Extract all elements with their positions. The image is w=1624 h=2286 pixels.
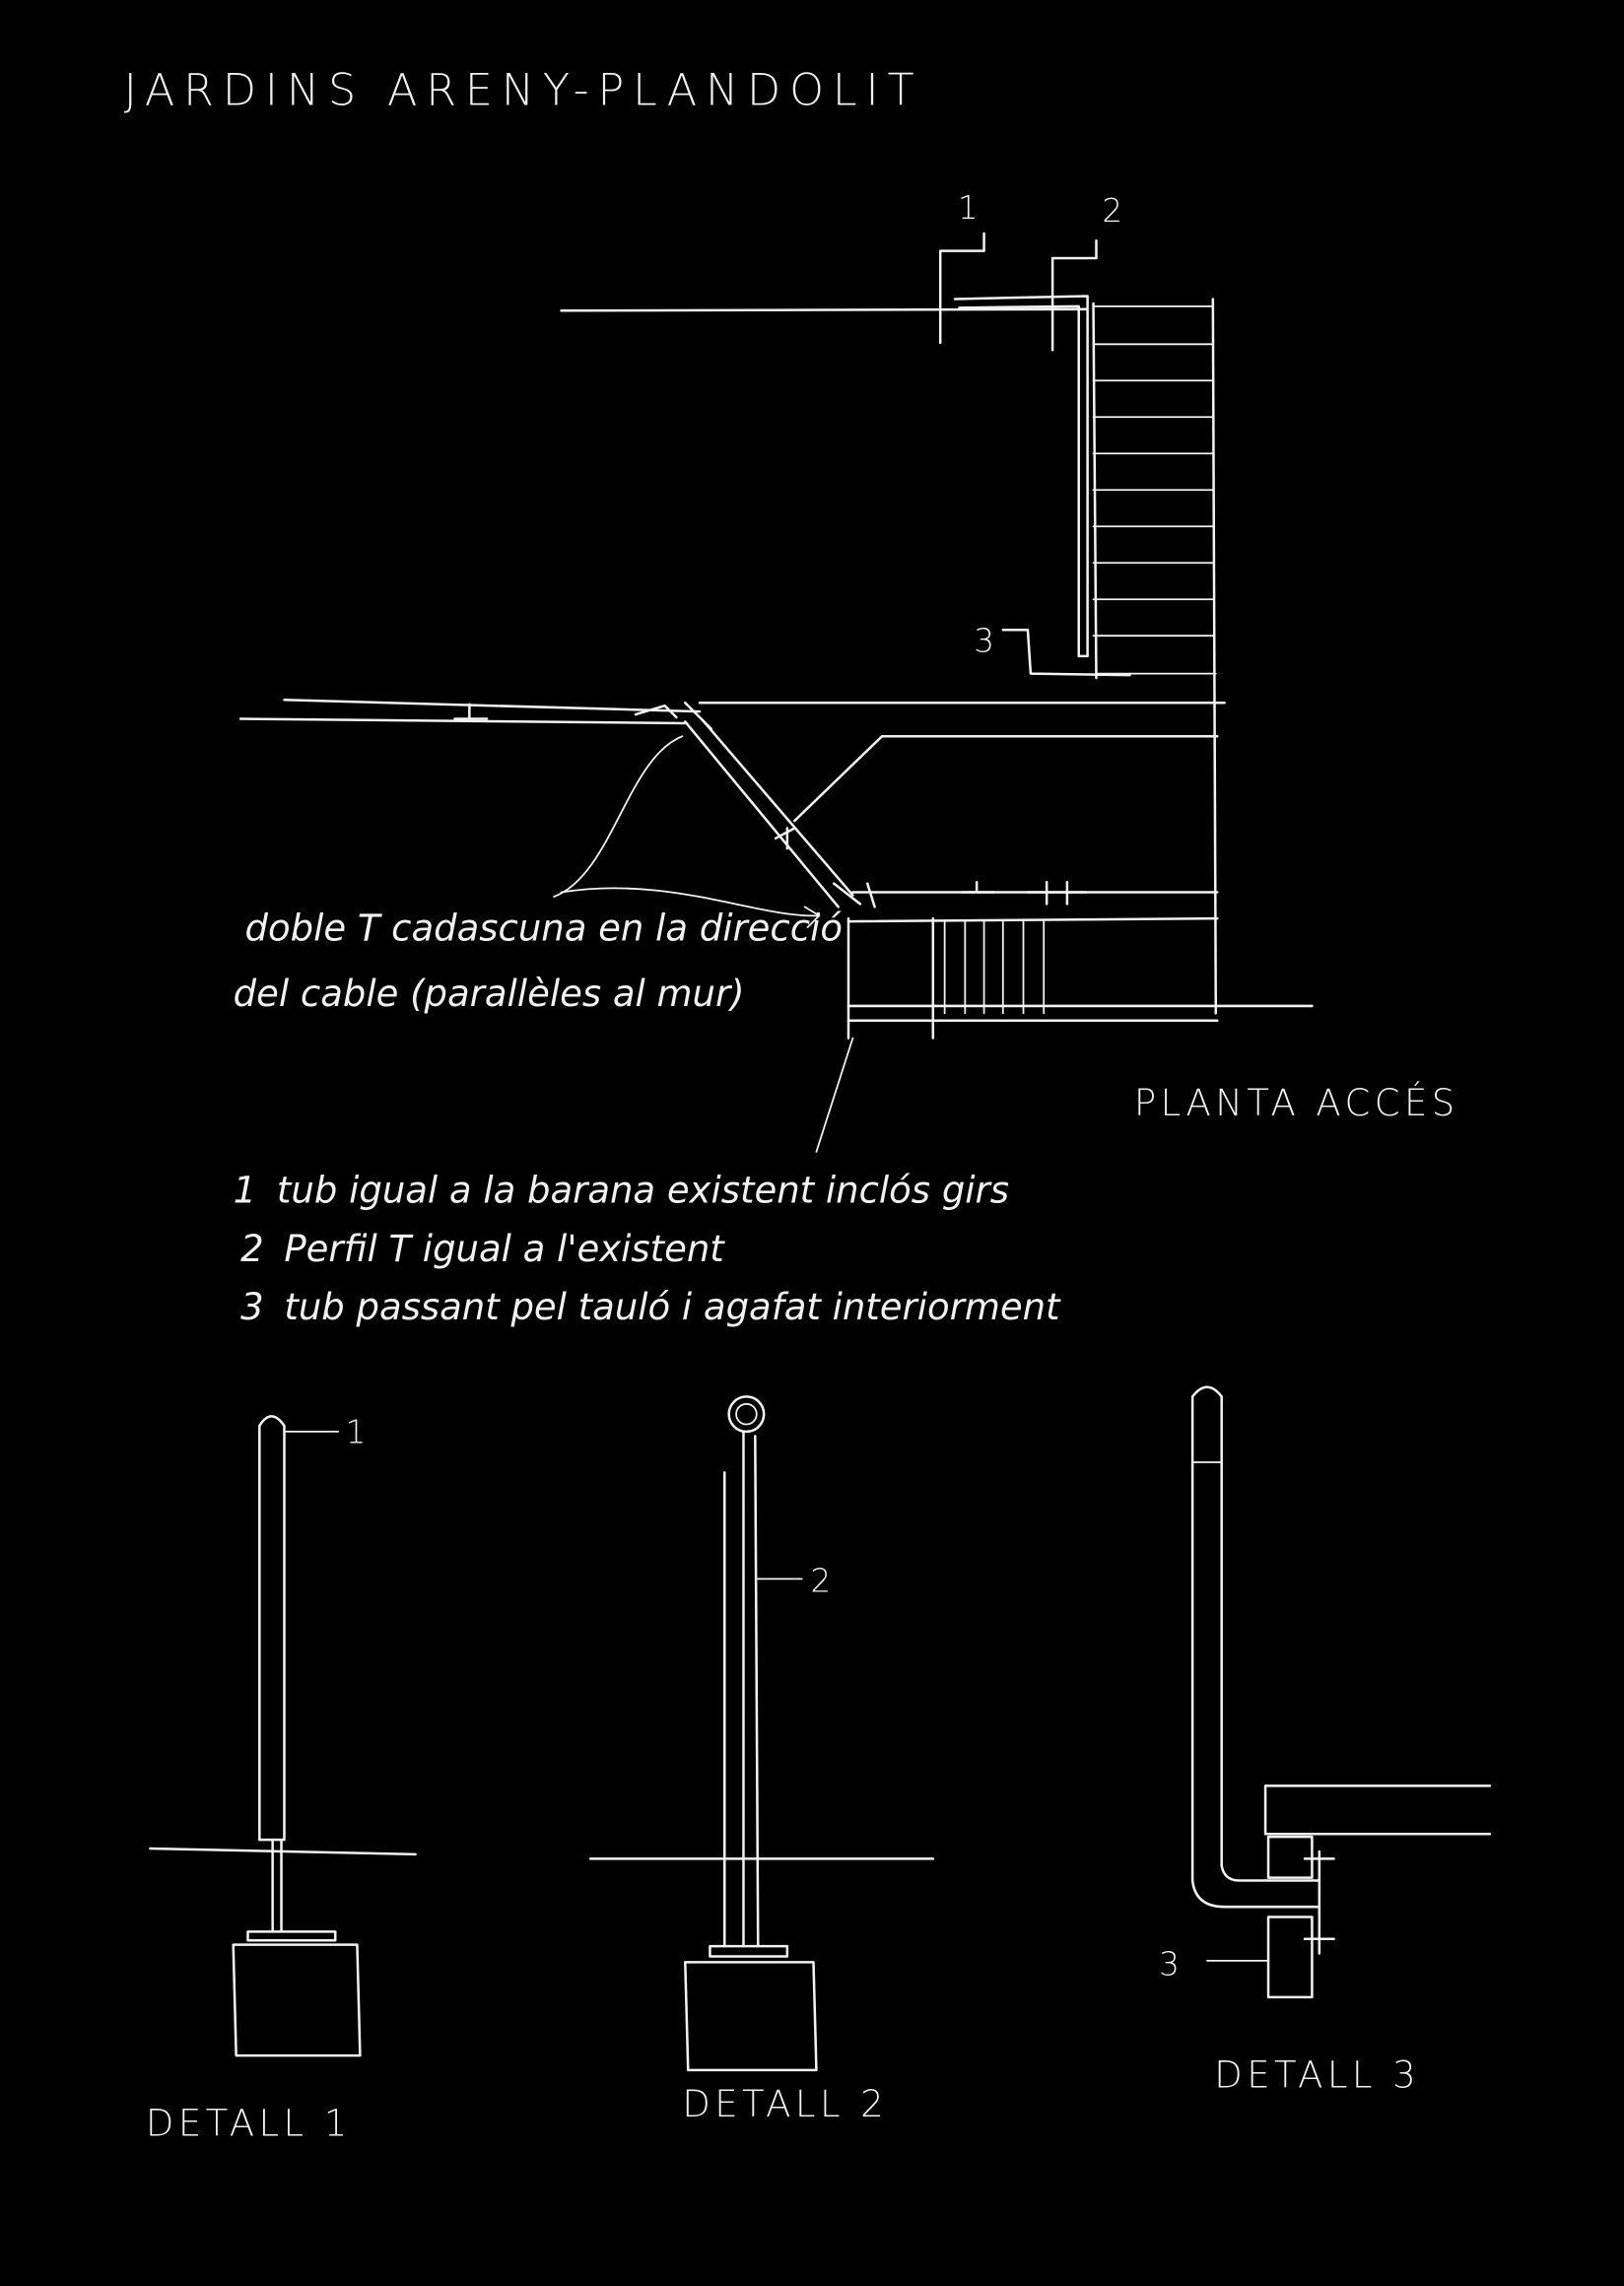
detail-1-marker: 1 [346,1414,367,1451]
section-mark-1 [938,232,985,345]
detail-3-caption: DETALL 3 [1214,2054,1420,2097]
detail-2: 2 DETALL 2 [588,1395,935,2125]
sheet-title: JARDINS ARENY-PLANDOLIT [124,66,923,116]
detail-2-caption: DETALL 2 [682,2083,888,2125]
marker-3: 3 [974,622,994,659]
annotation-line-1: doble T cadascuna en la direcció [245,907,843,949]
detail-1: 1 DETALL 1 [146,1414,417,2144]
detail-2-marker: 2 [811,1563,832,1600]
detail-3: 3 DETALL 3 [1159,1385,1492,2097]
section-mark-2 [1050,239,1098,352]
marker-1: 1 [958,189,979,227]
detail-1-caption: DETALL 1 [146,2102,352,2144]
section-mark-3 [1001,629,1131,677]
stair-treads [1092,304,1217,675]
plan-drawing: 1 2 3 doble T cadascuna en la direcció d… [234,189,1314,1153]
annotation-line-2: del cable (parallèles al mur) [234,973,745,1015]
marker-2: 2 [1102,192,1122,230]
detail-3-marker: 3 [1159,1946,1180,1983]
plan-caption: PLANTA ACCÉS [1134,1081,1459,1124]
